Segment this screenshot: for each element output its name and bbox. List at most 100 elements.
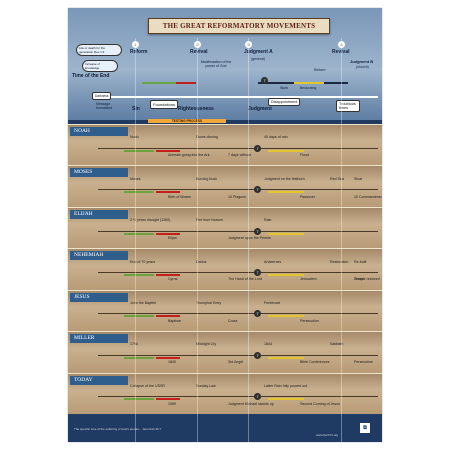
manifestation-label: Manifestation of the power of God [200, 60, 232, 69]
era-timeline [98, 230, 378, 232]
step-3-label: Judgment A [244, 49, 273, 55]
era-item: Burning bush [196, 176, 218, 181]
milestone-line-4 [341, 38, 342, 442]
era-bar [124, 315, 154, 318]
bubble-knowledge: Increase of knowledge [82, 60, 118, 72]
era-item: 3 ½ years drought (1260) [130, 218, 171, 223]
seven-badge: 7 [254, 186, 261, 194]
era-timeline [98, 189, 378, 191]
poster: THE GREAT REFORMATORY MOVEMENTS 1 Reform… [68, 8, 382, 442]
era-item: Midnight Cry [196, 342, 217, 347]
era-bar [268, 232, 304, 235]
era-bar [124, 232, 154, 235]
bubble-generation: Life or death for the generation Rev 1:3 [76, 44, 122, 56]
era-bar [156, 274, 180, 277]
era-item: Darius [196, 259, 207, 264]
era-item: 1840 [168, 360, 176, 365]
era-item: Flood [300, 153, 309, 158]
era-item: Animals going into the Ark [168, 153, 210, 158]
work-label: Work [280, 86, 289, 90]
foundations-box: Foundations [150, 100, 179, 109]
righteousness-label: Righteousness [178, 106, 214, 112]
era-item: Fire from heaven [196, 218, 224, 223]
era-item: Jerusalem [300, 277, 317, 282]
era-item: Persecution [354, 360, 373, 365]
era-item: Artaxerxes [264, 259, 282, 264]
era-item: 7 days without [228, 153, 251, 158]
logo-icon: ⧉ [360, 423, 370, 433]
era-timeline [98, 147, 378, 149]
darkness-box: Darkness [92, 92, 112, 100]
era-bar [268, 356, 304, 359]
era-item: Moses [130, 176, 141, 181]
era-item: Noah [130, 135, 139, 140]
era-item: Passover [300, 194, 315, 199]
header-red-bar [176, 82, 196, 84]
era-item: Elijah [168, 236, 177, 240]
step-4-badge: 4 [338, 41, 345, 48]
era-item: 10 Commandments [354, 194, 382, 199]
era-item: 1844 [264, 342, 272, 347]
step-1-badge: 1 [132, 41, 139, 48]
testing-process-label: TESTING PROCESS [171, 119, 203, 123]
time-of-end-label: Time of the End [72, 73, 110, 79]
era-label: JESUS [70, 292, 128, 302]
era-label: MILLER [70, 334, 128, 344]
era-item: Sinai [354, 176, 362, 181]
era-bar [124, 356, 154, 359]
era-item: 40 days of rain [264, 135, 288, 140]
era-item: End of 70 years [130, 259, 156, 264]
era-label: MOSES [70, 168, 128, 178]
era-bar [124, 149, 154, 152]
era-bar [156, 356, 180, 359]
era-item: Second Coming of Jesus [300, 401, 340, 406]
era-item: Judgment Michael stands up [228, 401, 274, 406]
era-item: Restoration [330, 259, 349, 264]
step-1-label: Reform [130, 49, 148, 55]
era-item: Pentecost [264, 301, 280, 306]
era-item: Temple restored [354, 277, 380, 282]
seven-badge-header: 7 [261, 77, 268, 84]
era-item: Judgment upon the Priests [228, 236, 271, 240]
beckoning-label: Beckoning [300, 86, 317, 90]
era-item: Cyrus [168, 277, 178, 282]
era-item: Bible Conferences [300, 360, 330, 365]
era-item: Doors closing [196, 135, 218, 140]
era-item: Triumphal Entry [196, 301, 222, 306]
step-3-badge: 3 [245, 41, 252, 48]
era-item: Latter Rain fully poured out [264, 383, 308, 388]
footer-note: The specific time of the suffering of Go… [74, 427, 162, 431]
era-item: Re-built [354, 259, 367, 264]
era-bar [268, 191, 304, 194]
judgment-b-label: Judgment B [350, 59, 374, 64]
judgment-b-sub: (church) [356, 65, 369, 69]
era-item: 3rd Angel [228, 360, 244, 365]
judgment-label: Judgment [248, 106, 272, 112]
header-yellow-bar [294, 82, 324, 84]
step-4-label: Revival [332, 49, 350, 55]
era-bar [156, 315, 180, 318]
seven-badge: 7 [254, 269, 261, 277]
era-bar [268, 398, 304, 401]
era-label: NEHEMIAH [70, 251, 128, 261]
footer-band [68, 414, 382, 442]
troublous-box: Troublous times [336, 100, 360, 112]
era-timeline [98, 354, 378, 356]
era-item: Sabbath [330, 342, 344, 347]
era-label: ELIJAH [70, 209, 128, 219]
era-bar [268, 274, 304, 277]
seven-badge: 7 [254, 144, 261, 152]
era-item: Red Sea [330, 176, 344, 181]
step-2-label: Revival [190, 49, 208, 55]
disappointment-box: Disappointment [268, 98, 301, 106]
header-green-bar [142, 82, 178, 84]
era-item: 10 Plagues [228, 194, 246, 199]
era-bar [124, 274, 154, 277]
